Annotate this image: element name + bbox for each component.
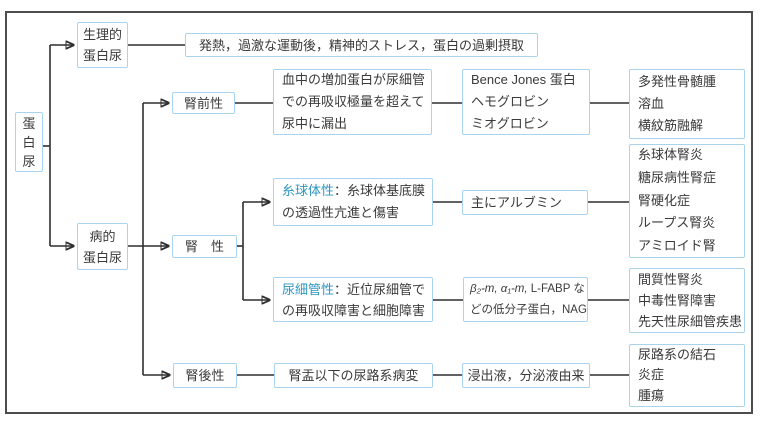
node-line: 炎症 [638, 367, 665, 383]
node-line: 尿路系の結石 [638, 346, 717, 362]
node-prerenal: 腎前性 [172, 92, 235, 114]
node-postrenal-origin: 浸出液，分泌液由来 [462, 363, 590, 388]
tubular-proteins-symbols: β₂-m, α₁-m, [470, 282, 528, 295]
node-line: 溶血 [638, 96, 665, 111]
diagram-border [5, 11, 753, 414]
node-physiologic: 生理的 蛋白尿 [77, 22, 128, 68]
node-line: の透過性亢進と傷害 [282, 205, 400, 220]
node-line: 生理的 [82, 27, 122, 42]
node-line: 主にアルブミン [471, 194, 562, 210]
node-glomerular-protein: 主にアルブミン [462, 190, 588, 215]
node-prerenal-diseases: 多発性骨髄腫 溶血 横紋筋融解 [629, 69, 745, 139]
node-postrenal-mechanism: 腎盂以下の尿路系病変 [274, 363, 433, 388]
node-line: ミオグロビン [471, 116, 549, 131]
node-line: の再吸収障害と細胞障害 [282, 302, 426, 318]
node-glomerular: 糸球体性：糸球体基底膜 の透過性亢進と傷害 [273, 178, 433, 226]
node-line: 糸球体性：糸球体基底膜 [282, 180, 425, 202]
node-line: 横紋筋融解 [638, 118, 704, 133]
node-line: 糖尿病性腎症 [638, 169, 717, 185]
node-line: 多発性骨髄腫 [638, 74, 717, 89]
tubular-highlight: 尿細管性 [282, 281, 335, 297]
node-line: ヘモグロビン [471, 94, 550, 109]
node-line: 腎前性 [183, 95, 223, 111]
node-line: での再吸収極量を超えて [282, 94, 425, 109]
node-line: 血中の増加蛋白が尿細管 [282, 72, 426, 87]
node-line: 浸出液，分泌液由来 [467, 368, 585, 383]
tubular-rest: ：近位尿細管で [334, 281, 426, 297]
node-postrenal: 腎後性 [173, 363, 237, 388]
glomerular-highlight: 糸球体性 [282, 183, 335, 198]
node-line: 腫瘍 [638, 387, 665, 403]
tubular-proteins-rest: L-FABP な [527, 282, 585, 295]
node-line: どの低分子蛋白，NAG [470, 303, 587, 316]
node-line: アミロイド腎 [638, 238, 716, 254]
node-line: β₂-m, α₁-m, L-FABP な [470, 279, 585, 300]
node-line: 発熱，過激な運動後，精神的ストレス，蛋白の過剰摂取 [198, 37, 524, 53]
node-line: 腎硬化症 [638, 192, 691, 208]
node-tubular-proteins: β₂-m, α₁-m, L-FABP な どの低分子蛋白，NAG [463, 277, 588, 322]
node-line: ループス腎炎 [638, 215, 716, 231]
node-line: 先天性尿細管疾患 [638, 314, 743, 329]
node-line: 腎盂以下の尿路系病変 [288, 368, 419, 383]
node-postrenal-diseases: 尿路系の結石 炎症 腫瘍 [629, 344, 745, 407]
node-line: 尿中に漏出 [282, 116, 348, 131]
node-line: Bence Jones 蛋白 [471, 72, 576, 87]
node-line: 蛋白尿 [82, 48, 122, 63]
node-line: 糸球体腎炎 [638, 147, 704, 163]
node-renal: 腎 性 [172, 235, 237, 258]
node-line: 病的 [89, 228, 116, 244]
glomerular-rest: ：糸球体基底膜 [334, 183, 426, 198]
node-line: 蛋白尿 [82, 249, 122, 265]
node-physiologic-causes: 発熱，過激な運動後，精神的ストレス，蛋白の過剰摂取 [185, 33, 538, 57]
node-pathologic: 病的 蛋白尿 [77, 223, 128, 270]
node-prerenal-proteins: Bence Jones 蛋白 ヘモグロビン ミオグロビン [462, 69, 590, 135]
node-root: 蛋白尿 [15, 112, 43, 172]
node-root-label: 蛋白尿 [22, 115, 36, 169]
node-glomerular-diseases: 糸球体腎炎 糖尿病性腎症 腎硬化症 ループス腎炎 アミロイド腎 [629, 144, 745, 258]
node-line: 中毒性腎障害 [638, 293, 717, 308]
node-prerenal-mechanism: 血中の増加蛋白が尿細管 での再吸収極量を超えて 尿中に漏出 [273, 69, 432, 135]
node-tubular: 尿細管性：近位尿細管で の再吸収障害と細胞障害 [273, 277, 433, 322]
node-line: 尿細管性：近位尿細管で [282, 279, 425, 300]
node-tubular-diseases: 間質性腎炎 中毒性腎障害 先天性尿細管疾患 [629, 268, 745, 333]
node-line: 間質性腎炎 [638, 272, 704, 287]
node-line: 腎 性 [184, 239, 224, 254]
node-line: 腎後性 [185, 368, 225, 383]
